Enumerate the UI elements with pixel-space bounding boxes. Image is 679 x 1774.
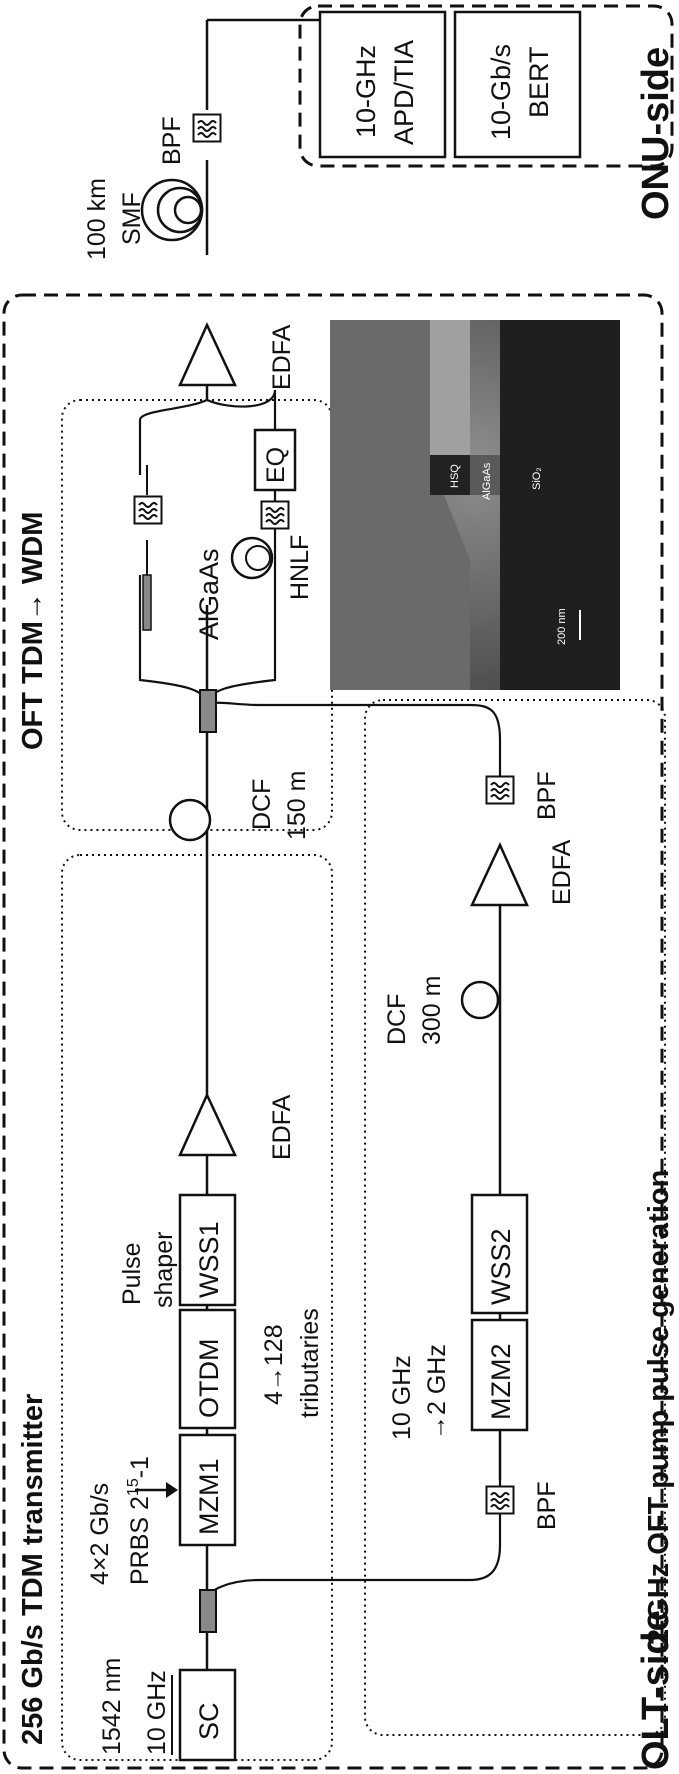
olt-label: OLT-side: [635, 1610, 677, 1770]
edfa-pump-label: EDFA: [548, 839, 576, 905]
hnlf-label: HNLF: [286, 535, 314, 600]
pump-bpf-out-label: BPF: [533, 771, 561, 820]
coupler-1: [199, 1589, 217, 1633]
onu-boundary: [298, 4, 674, 168]
eq-box: [253, 428, 297, 492]
bert-box: [453, 10, 582, 159]
oft-title: OFT TDM→ WDM: [17, 512, 49, 750]
coupler-2: [199, 689, 217, 733]
sc-box: [178, 1668, 237, 1762]
pulse-shaper-1: Pulse: [118, 1242, 146, 1305]
sem-image: [330, 320, 620, 690]
pump-boundary: [364, 699, 666, 1736]
bert-label-2: BERT: [524, 46, 554, 118]
pump-rate-2: →2 GHz: [423, 1344, 451, 1440]
pump-bpf-in: [485, 1485, 515, 1515]
algaas-bpf: [133, 495, 163, 525]
sem-hsq: HSQ: [449, 464, 461, 488]
pump-bpf-in-label: BPF: [533, 1481, 561, 1530]
bert-label-1: 10-Gb/s: [486, 44, 516, 140]
link-bpf: [192, 113, 222, 143]
smf-label-1: 100 km: [83, 178, 111, 260]
sem-sio2: SiO₂: [531, 467, 543, 490]
dcf-150-label-2: 150 m: [283, 771, 311, 840]
dcf-150-coil: [168, 798, 212, 842]
fiber-pump-split: [205, 1480, 502, 1601]
link-bpf-label: BPF: [158, 116, 186, 165]
hnlf-coil-inner: [245, 545, 271, 571]
apd-label-1: 10-GHz: [351, 45, 381, 138]
sem-scale: 200 nm: [556, 608, 568, 645]
dcf-300-label-2: 300 m: [418, 976, 446, 1045]
algaas-label: AlGaAs: [194, 548, 224, 640]
wss1-label: WSS1: [194, 1221, 224, 1298]
smf-coil-inner: [173, 195, 203, 225]
mzm2-box: [470, 1318, 529, 1432]
otdm-label: OTDM: [194, 1339, 224, 1418]
pump-bpf-out: [485, 775, 515, 805]
pump-title: 2 GHz OFT pump pulse generation: [643, 1170, 675, 1645]
dcf-150-label-1: DCF: [248, 779, 276, 830]
tdm-tx-title: 256 Gb/s TDM transmitter: [17, 1394, 49, 1745]
algaas-waveguide: [142, 574, 152, 631]
apd-label-2: APD/TIA: [389, 40, 419, 145]
sem-algaas: AlGaAs: [481, 462, 493, 500]
mzm1-box: [178, 1433, 237, 1547]
tdm-tx-boundary: [61, 854, 333, 1761]
hnlf-bpf: [260, 500, 290, 530]
mzm1-label: MZM1: [194, 1459, 224, 1536]
data-rate: 4×2 Gb/s: [86, 1483, 114, 1585]
dcf-300-label-1: DCF: [383, 994, 411, 1045]
edfa-out-amplifier: [178, 321, 237, 387]
onu-label: ONU-side: [635, 47, 677, 220]
dcf-300-coil: [460, 980, 500, 1020]
wss2-label: WSS2: [486, 1228, 516, 1305]
tributaries-1: 4→128: [260, 1324, 288, 1405]
sc-label: SC: [194, 1702, 224, 1740]
wss2-box: [470, 1193, 529, 1315]
edfa-1-label: EDFA: [268, 1094, 296, 1160]
hnlf-coil: [230, 536, 274, 580]
pump-rate-1: 10 GHz: [388, 1355, 416, 1440]
edfa-out-label: EDFA: [268, 324, 296, 390]
olt-boundary: [2, 293, 664, 1770]
edfa-1-amplifier: [178, 1091, 237, 1157]
wss1-box: [178, 1193, 237, 1307]
mzm1-arrowhead: [166, 1482, 178, 1498]
apd-box: [318, 10, 447, 159]
prbs: PRBS 215-1: [125, 1456, 154, 1585]
otdm-box: [178, 1308, 237, 1430]
source-wavelength: 1542 nm: [98, 1658, 126, 1755]
eq-label: EQ: [262, 447, 290, 483]
mzm2-label: MZM2: [486, 1344, 516, 1421]
tributaries-2: tributaries: [296, 1308, 324, 1418]
edfa-pump-amplifier: [470, 841, 529, 907]
smf-label-2: SMF: [118, 192, 146, 245]
pulse-shaper-2: shaper: [150, 1232, 178, 1308]
source-rate: 10 GHz: [143, 1670, 171, 1755]
fiber-pump-return: [206, 701, 502, 800]
